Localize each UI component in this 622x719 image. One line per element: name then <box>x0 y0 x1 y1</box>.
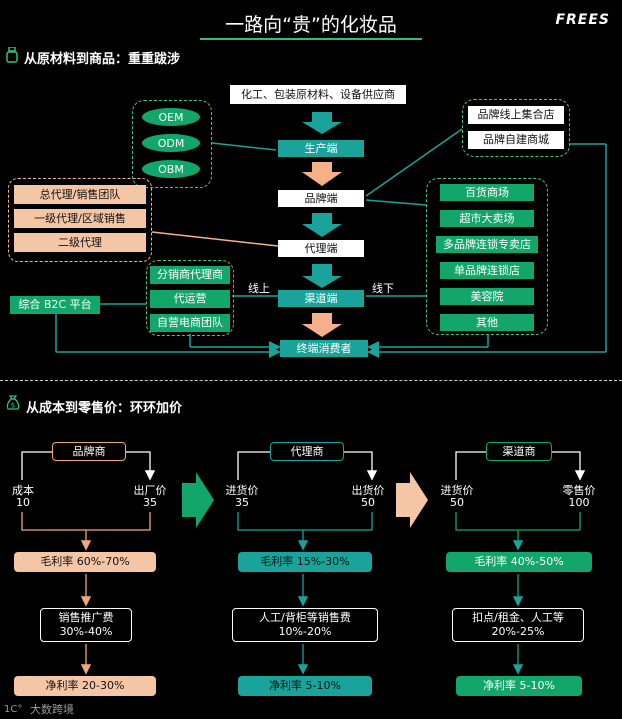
stage1-out-value: 35 <box>143 496 157 509</box>
section2-title: 从成本到零售价：环环加价 <box>26 401 183 416</box>
section1-title: 从原材料到商品：重重跋涉 <box>24 52 181 67</box>
obm-pill: OBM <box>142 160 200 178</box>
stage1-in-value: 10 <box>16 496 30 509</box>
stage1-out-label: 出厂价 <box>133 484 167 497</box>
stage2-cost: 人工/背柜等销售费 10%-20% <box>232 608 378 642</box>
stage3-margin: 毛利率 40%-50% <box>446 552 592 572</box>
agent-tier-second: 二级代理 <box>14 233 146 252</box>
stage3-name: 渠道商 <box>486 442 552 461</box>
store-supermarket: 超市大卖场 <box>440 210 534 227</box>
oem-group <box>132 100 212 188</box>
store-multibrand: 多品牌连锁专卖店 <box>436 236 538 253</box>
odm-pill: ODM <box>142 134 200 152</box>
brand-online-group <box>462 99 570 157</box>
supply-box: 化工、包装原材料、设备供应商 <box>230 85 406 104</box>
stage3-out-value: 100 <box>568 496 590 509</box>
agent-node: 代理端 <box>278 240 364 257</box>
bottle-icon <box>6 46 18 67</box>
consumer-node: 终端消费者 <box>280 340 368 357</box>
brand-node: 品牌端 <box>278 190 364 207</box>
stage1-margin: 毛利率 60%-70% <box>14 552 156 572</box>
stage2-margin: 毛利率 15%-30% <box>238 552 372 572</box>
offline-label: 线下 <box>372 282 394 295</box>
brand-logo: FREES <box>555 12 610 28</box>
ops-distributor: 分销商代理商 <box>150 266 230 284</box>
stage3-in-label: 进货价 <box>440 484 474 497</box>
b2c-platform: 综合 B2C 平台 <box>10 296 100 314</box>
store-beauty-salon: 美容院 <box>440 288 534 305</box>
watermark-text: 大数跨境 <box>30 703 74 716</box>
stage1-cost: 销售推广费 30%-40% <box>40 608 132 642</box>
brand-online-store: 品牌线上集合店 <box>468 106 564 124</box>
oem-pill: OEM <box>142 108 200 126</box>
chain-connectors <box>55 112 607 358</box>
ops-self-team: 自营电商团队 <box>150 314 230 332</box>
watermark-logo-icon: 1C° <box>4 700 30 719</box>
stage2-out-label: 出货价 <box>351 484 385 497</box>
channel-node: 渠道端 <box>278 290 364 307</box>
stage1-net: 净利率 20-30% <box>14 676 156 696</box>
stage3-net: 净利率 5-10% <box>456 676 582 696</box>
store-department: 百货商场 <box>440 184 534 201</box>
stage3-out-label: 零售价 <box>562 484 596 497</box>
offline-stores-group <box>426 178 548 335</box>
stage2-name: 代理商 <box>270 442 344 461</box>
ops-agency: 代运营 <box>150 290 230 308</box>
stage1-name: 品牌商 <box>52 442 126 461</box>
producer-node: 生产端 <box>278 140 364 157</box>
stage2-in-label: 进货价 <box>225 484 259 497</box>
stage2-in-value: 35 <box>235 496 249 509</box>
svg-text:$: $ <box>11 402 15 410</box>
online-label: 线上 <box>248 282 270 295</box>
stage1-in-label: 成本 <box>12 484 34 497</box>
page-title: 一路向“贵”的化妆品 <box>225 14 397 36</box>
agent-tier-first: 一级代理/区域销售 <box>14 209 146 228</box>
svg-text:1C°: 1C° <box>4 704 22 715</box>
stage3-in-value: 50 <box>450 496 464 509</box>
section-divider <box>0 380 622 381</box>
online-ops-group <box>146 260 234 336</box>
brand-own-mall: 品牌自建商城 <box>468 131 564 149</box>
title-underline <box>200 38 422 40</box>
agents-group <box>8 178 152 262</box>
store-other: 其他 <box>440 314 534 331</box>
stage2-out-value: 50 <box>361 496 375 509</box>
stage2-net: 净利率 5-10% <box>238 676 372 696</box>
agent-tier-general: 总代理/销售团队 <box>14 185 146 204</box>
store-singlebrand: 单品牌连锁店 <box>440 262 534 279</box>
stage3-cost: 扣点/租金、人工等 20%-25% <box>452 608 584 642</box>
money-bag-icon: $ <box>6 395 20 415</box>
